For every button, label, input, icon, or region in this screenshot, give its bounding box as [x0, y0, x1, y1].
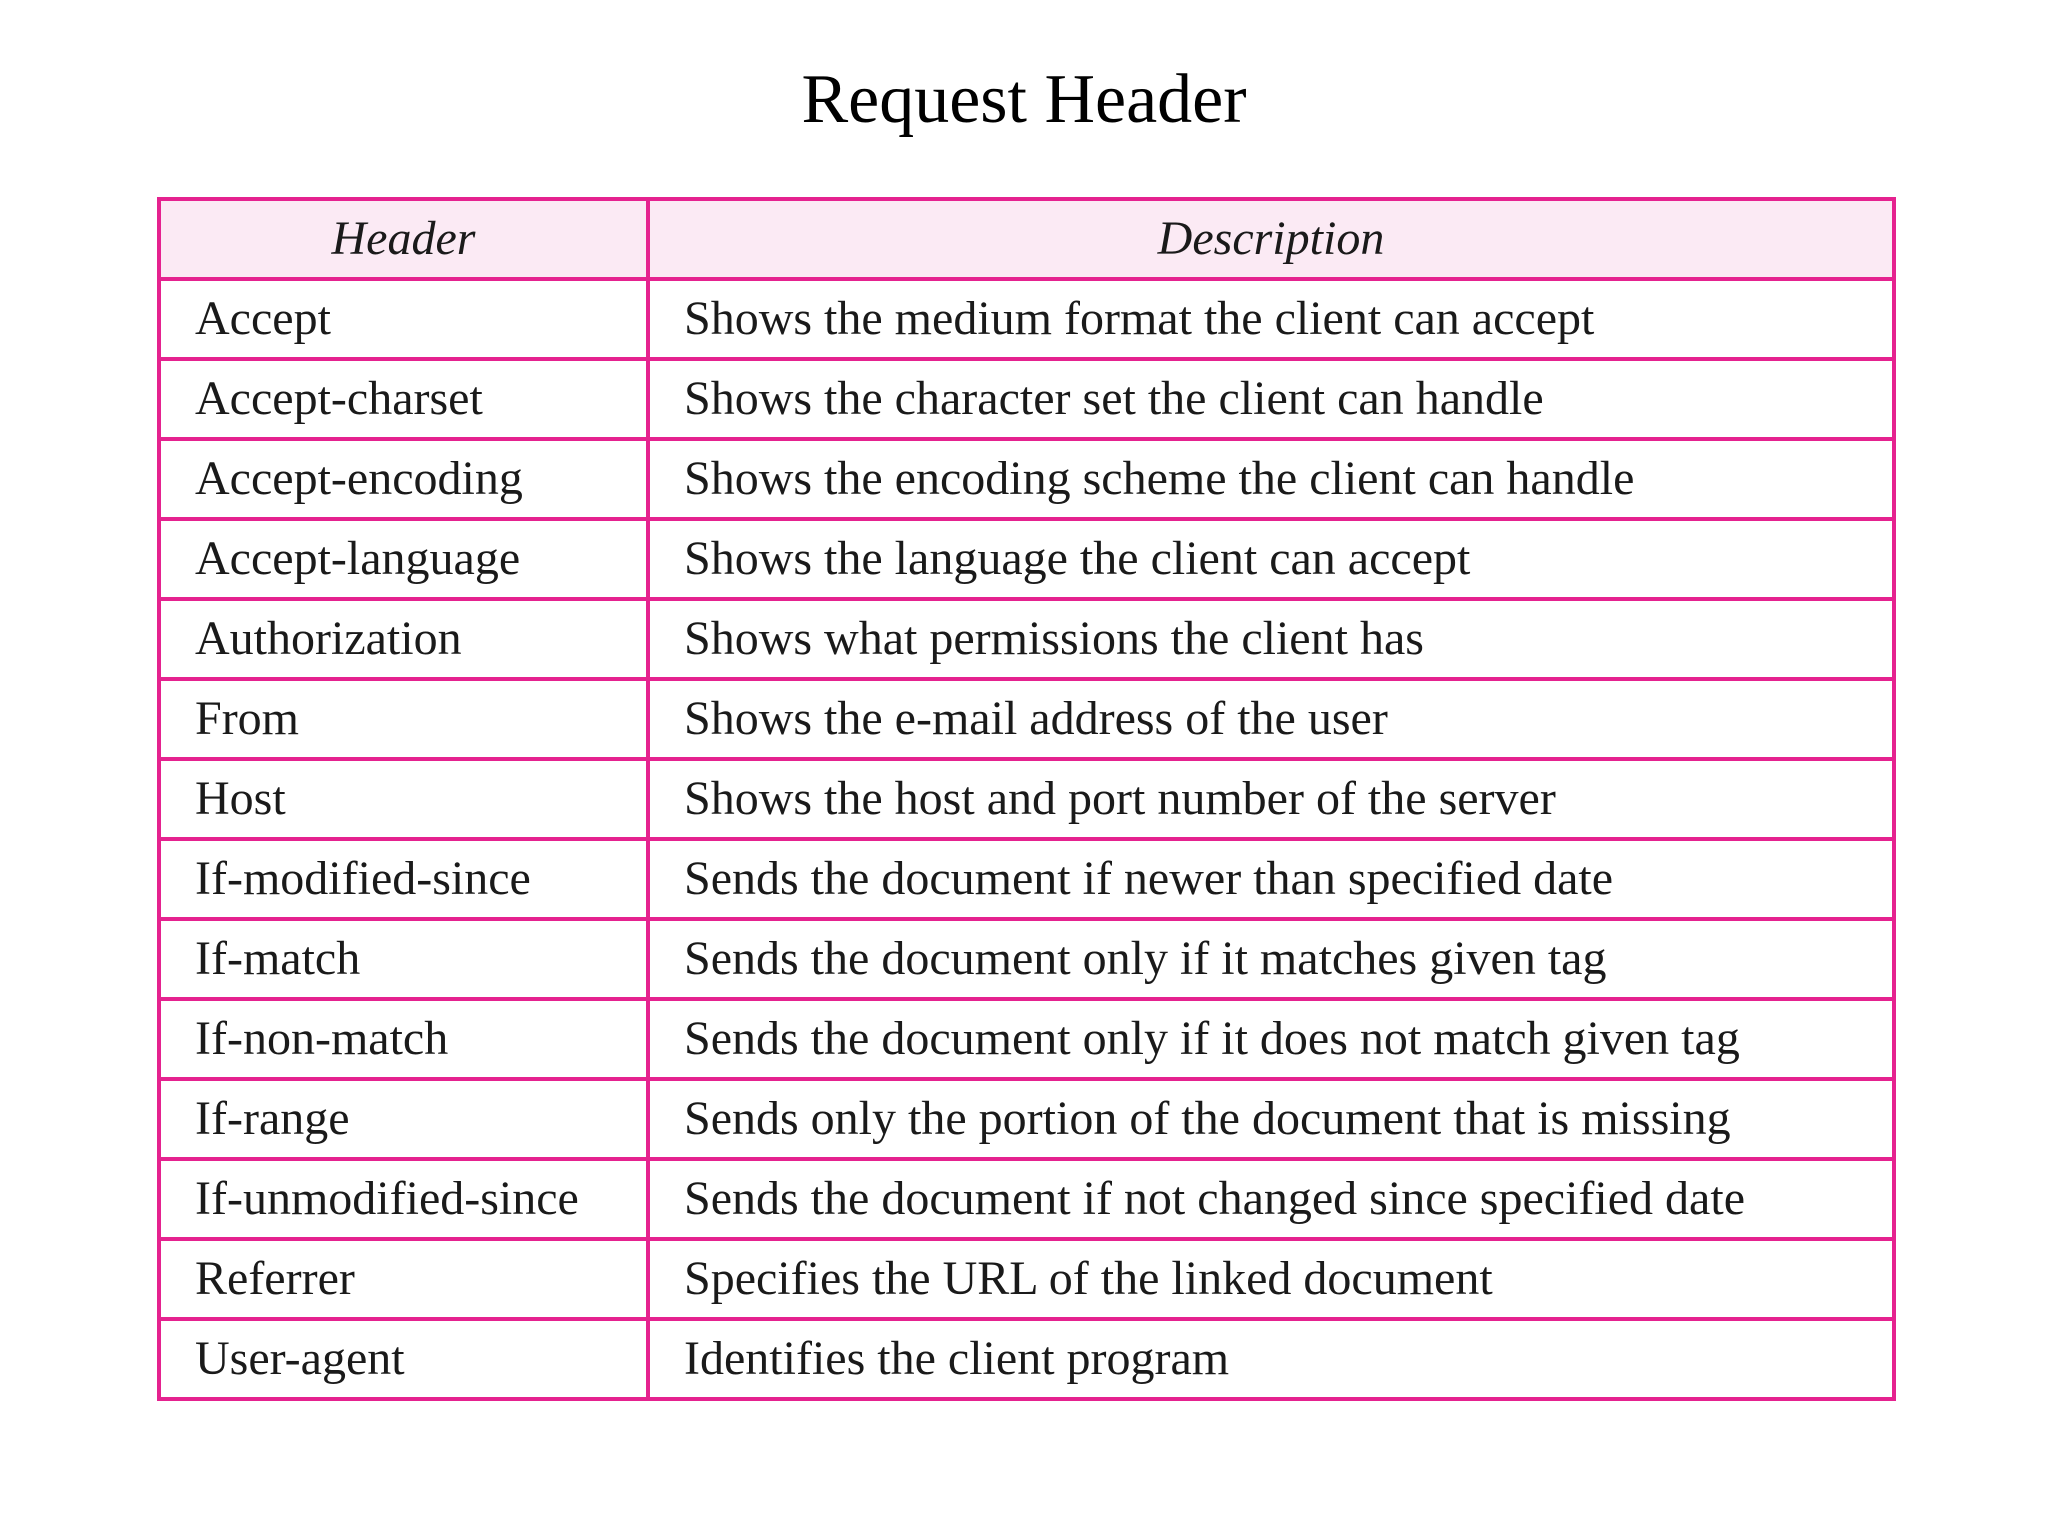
table-head: Header Description [157, 197, 1896, 281]
description-cell: Shows the medium format the client can a… [646, 277, 1896, 361]
table-body: Accept Shows the medium format the clien… [157, 277, 1896, 1401]
description-cell: Shows the encoding scheme the client can… [646, 437, 1896, 521]
table-row: If-non-match Sends the document only if … [157, 997, 1896, 1081]
description-cell: Sends the document if not changed since … [646, 1157, 1896, 1241]
header-cell: If-non-match [157, 997, 650, 1081]
description-cell: Identifies the client program [646, 1317, 1896, 1401]
description-cell: Shows the language the client can accept [646, 517, 1896, 601]
table-row: If-modified-since Sends the document if … [157, 837, 1896, 921]
description-cell: Shows what permissions the client has [646, 597, 1896, 681]
header-cell: Host [157, 757, 650, 841]
table-row: Accept-charset Shows the character set t… [157, 357, 1896, 441]
request-header-table: Header Description Accept Shows the medi… [157, 197, 1896, 1401]
table-row: From Shows the e-mail address of the use… [157, 677, 1896, 761]
description-cell: Shows the host and port number of the se… [646, 757, 1896, 841]
table-row: Accept-encoding Shows the encoding schem… [157, 437, 1896, 521]
header-cell: Authorization [157, 597, 650, 681]
header-cell: Accept [157, 277, 650, 361]
header-cell: Accept-language [157, 517, 650, 601]
table-row: If-unmodified-since Sends the document i… [157, 1157, 1896, 1241]
description-cell: Sends the document only if it does not m… [646, 997, 1896, 1081]
table-row: Host Shows the host and port number of t… [157, 757, 1896, 841]
description-cell: Sends the document if newer than specifi… [646, 837, 1896, 921]
header-cell: If-match [157, 917, 650, 1001]
description-cell: Specifies the URL of the linked document [646, 1237, 1896, 1321]
header-cell: If-range [157, 1077, 650, 1161]
header-cell: Accept-charset [157, 357, 650, 441]
description-cell: Shows the e-mail address of the user [646, 677, 1896, 761]
header-cell: From [157, 677, 650, 761]
header-cell: Accept-encoding [157, 437, 650, 521]
description-cell: Sends the document only if it matches gi… [646, 917, 1896, 1001]
table-row: User-agent Identifies the client program [157, 1317, 1896, 1401]
table-row: Referrer Specifies the URL of the linked… [157, 1237, 1896, 1321]
description-cell: Shows the character set the client can h… [646, 357, 1896, 441]
description-cell: Sends only the portion of the document t… [646, 1077, 1896, 1161]
column-header-header: Header [157, 197, 650, 281]
header-cell: User-agent [157, 1317, 650, 1401]
table-row: Authorization Shows what permissions the… [157, 597, 1896, 681]
table-row: If-range Sends only the portion of the d… [157, 1077, 1896, 1161]
header-cell: If-modified-since [157, 837, 650, 921]
table-row: Accept Shows the medium format the clien… [157, 277, 1896, 361]
header-cell: If-unmodified-since [157, 1157, 650, 1241]
page-title: Request Header [801, 61, 1247, 138]
table-row: Accept-language Shows the language the c… [157, 517, 1896, 601]
table-row: If-match Sends the document only if it m… [157, 917, 1896, 1001]
header-cell: Referrer [157, 1237, 650, 1321]
column-header-description: Description [646, 197, 1896, 281]
request-header-table-container: Header Description Accept Shows the medi… [157, 197, 1896, 1401]
table-header-row: Header Description [157, 197, 1896, 281]
